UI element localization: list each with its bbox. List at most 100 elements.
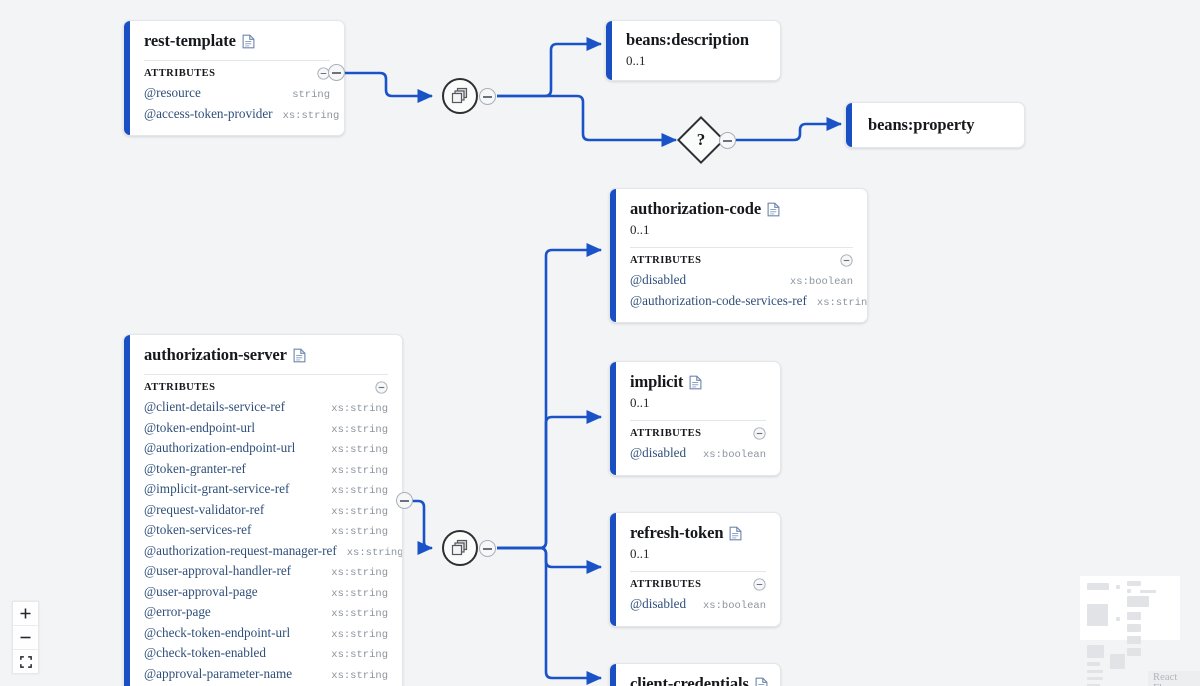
- collapse-handle-sequence-bottom[interactable]: [479, 540, 496, 557]
- node-beans-description[interactable]: beans:description 0..1: [605, 20, 781, 81]
- attributes-header: ATTRIBUTES: [630, 427, 766, 440]
- edge-sequence-to-refresh-token: [497, 546, 603, 575]
- minimap-node: [1127, 612, 1141, 620]
- attribute-row: @disabled xs:boolean: [630, 444, 766, 465]
- collapse-attributes-icon[interactable]: [375, 381, 388, 394]
- collapse-attributes-icon[interactable]: [840, 254, 853, 267]
- attribute-type: xs:boolean: [702, 600, 766, 612]
- documentation-icon[interactable]: [242, 34, 255, 49]
- minimap-node: [1116, 585, 1120, 589]
- attribute-name: @disabled: [630, 445, 687, 460]
- zoom-out-button[interactable]: [13, 626, 38, 650]
- node-refresh-token[interactable]: refresh-token 0..1 ATTRIBUTES @disabled: [609, 512, 781, 627]
- attributes-list: @disabled xs:boolean: [630, 595, 766, 616]
- attribute-name: @authorization-request-manager-ref: [144, 542, 337, 558]
- documentation-icon[interactable]: [729, 526, 742, 541]
- collapse-handle-rest-template[interactable]: [328, 64, 345, 81]
- attributes-label: ATTRIBUTES: [630, 579, 702, 590]
- attributes-header: ATTRIBUTES: [144, 381, 388, 394]
- zoom-controls[interactable]: [12, 601, 39, 674]
- node-title-text: beans:property: [868, 115, 975, 134]
- minimap-node: [1087, 684, 1100, 686]
- minimap-node: [1127, 589, 1131, 593]
- collapse-handle-authorization-server[interactable]: [396, 492, 413, 509]
- attribute-type: xs:string: [331, 669, 388, 682]
- minimap-node: [1127, 648, 1141, 656]
- node-beans-property[interactable]: beans:property: [845, 102, 1025, 148]
- documentation-icon[interactable]: [767, 202, 780, 217]
- attribute-row: @disabled xs:boolean: [630, 595, 766, 616]
- connector-sequence-bottom[interactable]: [442, 530, 478, 566]
- node-title-text: implicit: [630, 372, 684, 391]
- attribute-type: xs:string: [331, 403, 388, 415]
- collapse-attributes-icon[interactable]: [753, 427, 766, 440]
- documentation-icon[interactable]: [689, 375, 702, 390]
- node-title: implicit: [630, 372, 766, 392]
- attributes-list: @disabled xs:boolean: [630, 444, 766, 465]
- collapse-attributes-icon[interactable]: [753, 578, 766, 591]
- minimap-node: [1087, 677, 1103, 680]
- node-title-text: client-credentials: [630, 674, 749, 686]
- attribute-type: string: [292, 89, 330, 101]
- node-multiplicity: 0..1: [630, 395, 650, 410]
- node-rest-template[interactable]: rest-template ATTRIBUTES @resource st: [123, 20, 345, 136]
- minimap[interactable]: [1062, 566, 1200, 686]
- divider: [630, 420, 766, 421]
- edge-rest-template-to-sequence: [345, 71, 434, 104]
- node-implicit[interactable]: implicit 0..1 ATTRIBUTES @disabled: [609, 361, 781, 476]
- react-flow-attribution[interactable]: React Flow: [1148, 671, 1200, 686]
- edge-sequence-to-beans-description: [497, 36, 603, 98]
- attribute-name: @check-token-enabled: [144, 645, 266, 660]
- documentation-icon[interactable]: [293, 348, 306, 363]
- attribute-name: @request-validator-ref: [144, 501, 265, 517]
- node-title-text: authorization-code: [630, 199, 762, 218]
- edge-sequence-to-authorization-code: [497, 242, 603, 550]
- minimap-node: [1087, 583, 1109, 590]
- node-multiplicity: 0..1: [626, 53, 646, 68]
- node-title: authorization-server: [144, 345, 388, 365]
- edge-sequence-to-client-credentials: [497, 546, 603, 686]
- node-authorization-code[interactable]: authorization-code 0..1 ATTRIBUTES @disa…: [609, 188, 868, 323]
- divider: [144, 60, 330, 61]
- node-accent-bar: [610, 189, 616, 322]
- minimap-node: [1127, 636, 1141, 644]
- attribute-name: @token-granter-ref: [144, 460, 246, 476]
- attribute-row: @access-token-provider xs:string: [144, 105, 339, 126]
- collapse-attributes-icon[interactable]: [317, 67, 330, 80]
- node-accent-bar: [610, 362, 616, 475]
- connector-sequence-top[interactable]: [442, 78, 478, 114]
- node-client-credentials[interactable]: client-credentials: [609, 663, 781, 686]
- node-accent-bar: [846, 103, 852, 147]
- attribute-type: xs:string: [282, 109, 340, 122]
- node-accent-bar: [610, 664, 616, 686]
- attribute-type: xs:string: [346, 546, 403, 559]
- minimap-node: [1127, 624, 1141, 632]
- node-title: beans:description: [626, 30, 766, 50]
- attribute-type: xs:string: [331, 464, 388, 477]
- node-multiplicity: 0..1: [630, 222, 650, 237]
- node-title: authorization-code: [630, 199, 853, 219]
- minus-icon: [20, 636, 31, 639]
- documentation-icon[interactable]: [755, 677, 768, 686]
- node-authorization-server[interactable]: authorization-server ATTRIBUTES @client-…: [123, 334, 403, 686]
- minimap-node: [1087, 662, 1100, 666]
- attribute-type: xs:boolean: [702, 449, 766, 461]
- fit-view-button[interactable]: [13, 650, 38, 673]
- attribute-name: @error-page: [144, 604, 211, 619]
- node-accent-bar: [124, 21, 130, 135]
- divider: [630, 571, 766, 572]
- collapse-handle-choice[interactable]: [719, 132, 736, 149]
- attribute-row: @authorization-code-services-ref xs:stri…: [630, 292, 867, 313]
- zoom-in-button[interactable]: [13, 602, 38, 626]
- fit-view-icon: [19, 655, 32, 668]
- attribute-type: xs:string: [331, 628, 388, 641]
- minimap-node: [1140, 590, 1156, 593]
- collapse-handle-sequence-top[interactable]: [479, 88, 496, 105]
